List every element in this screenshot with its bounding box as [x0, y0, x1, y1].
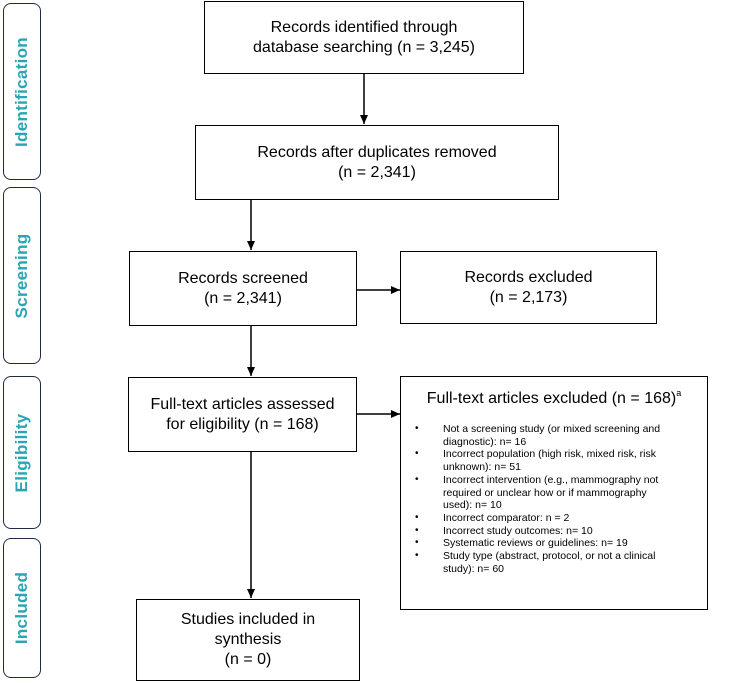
exclusion-reason-item: Systematic reviews or guidelines: n= 19	[415, 537, 703, 550]
stage-identification: Identification	[3, 3, 41, 180]
records-after-duplicates-line1: Records after duplicates removed	[257, 143, 497, 161]
exclusion-reason-item: Incorrect intervention (e.g., mammograph…	[415, 474, 703, 512]
records-excluded-box: Records excluded (n = 2,173)	[400, 251, 657, 324]
exclusion-reason-text: Incorrect population (high risk, mixed r…	[443, 448, 656, 461]
stage-eligibility: Eligibility	[3, 376, 41, 529]
studies-included-box: Studies included in synthesis (n = 0)	[136, 599, 360, 681]
exclusion-reason-text: used): n= 10	[443, 499, 502, 512]
fulltext-assessed-line2: for eligibility (n = 168)	[166, 415, 319, 433]
fulltext-excluded-box: Full-text articles excluded (n = 168)a N…	[400, 376, 708, 610]
exclusion-reason-text: required or unclear how or if mammograph…	[443, 486, 647, 499]
records-after-duplicates-box: Records after duplicates removed (n = 2,…	[195, 125, 559, 200]
exclusion-reason-text: Incorrect study outcomes: n= 10	[443, 524, 593, 537]
exclusion-reason-item: Incorrect comparator: n = 2	[415, 512, 703, 525]
studies-included-line1: Studies included in	[180, 611, 316, 628]
exclusion-reason-text: Incorrect intervention (e.g., mammograph…	[443, 473, 659, 486]
fulltext-assessed-box: Full-text articles assessed for eligibil…	[128, 377, 357, 452]
exclusion-reason-item: Incorrect population (high risk, mixed r…	[415, 448, 703, 473]
records-excluded-line2: (n = 2,173)	[489, 288, 568, 306]
exclusion-reason-text: Not a screening study (or mixed screenin…	[443, 423, 661, 435]
exclusion-reason-text: Systematic reviews or guidelines: n= 19	[443, 537, 628, 550]
records-excluded-line1: Records excluded	[464, 268, 593, 286]
records-identified-line1: Records identified through	[270, 18, 458, 36]
exclusion-reason-item: Not a screening study (or mixed screenin…	[415, 423, 703, 448]
exclusion-reason-text: study): n= 60	[443, 562, 504, 575]
fulltext-excluded-title-text: Full-text articles excluded (n = 168)	[426, 390, 677, 407]
stage-included: Included	[3, 538, 41, 678]
studies-included-line3: (n = 0)	[224, 651, 272, 668]
exclusion-reason-text: Incorrect comparator: n = 2	[443, 511, 570, 524]
fulltext-assessed-line1: Full-text articles assessed	[150, 395, 335, 413]
fulltext-excluded-title: Full-text articles excluded (n = 168)a	[401, 388, 707, 408]
records-identified-line2: database searching (n = 3,245)	[253, 38, 475, 56]
studies-included-line2: synthesis	[214, 631, 282, 648]
stage-screening: Screening	[3, 187, 41, 364]
exclusion-reason-item: Incorrect study outcomes: n= 10	[415, 525, 703, 538]
exclusion-reasons-list: Not a screening study (or mixed screenin…	[415, 423, 703, 575]
exclusion-reason-text: Study type (abstract, protocol, or not a…	[443, 550, 656, 563]
records-after-duplicates-line2: (n = 2,341)	[338, 163, 416, 181]
exclusion-reason-text: unknown): n= 51	[443, 461, 521, 474]
records-screened-box: Records screened (n = 2,341)	[129, 251, 357, 326]
records-screened-line1: Records screened	[178, 269, 308, 287]
exclusion-reason-item: Study type (abstract, protocol, or not a…	[415, 550, 703, 575]
records-screened-line2: (n = 2,341)	[204, 289, 282, 307]
exclusion-reason-text: diagnostic): n= 16	[443, 435, 527, 448]
records-identified-box: Records identified through database sear…	[204, 1, 524, 74]
footnote-marker: a	[676, 388, 682, 398]
